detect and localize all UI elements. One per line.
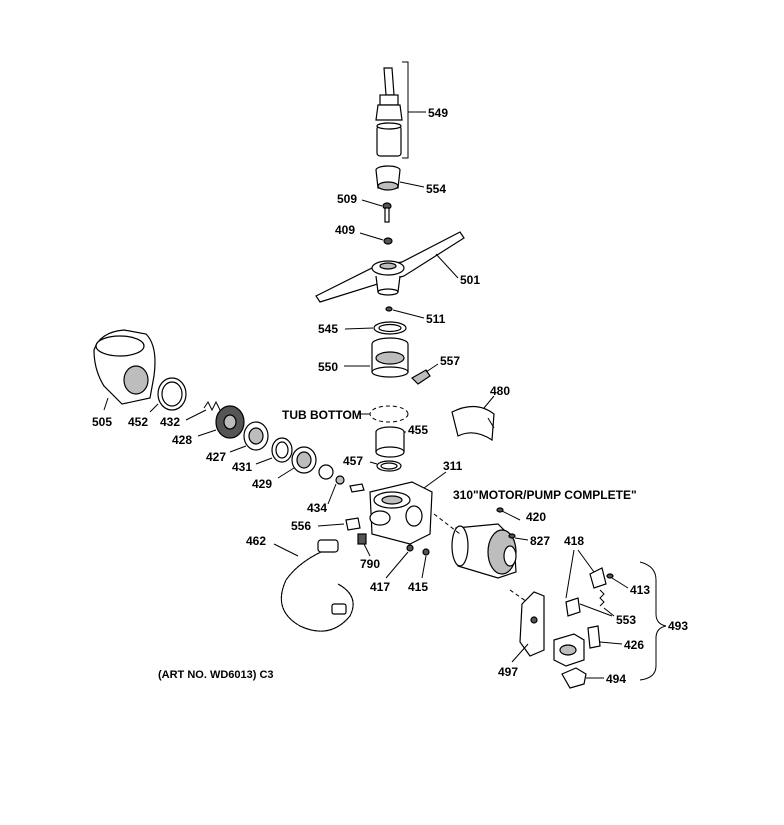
label-417: 417 — [370, 580, 390, 594]
label-431: 431 — [232, 460, 252, 474]
part-480-shroud — [451, 405, 495, 442]
part-501-spray-arm — [315, 231, 465, 303]
label-432: 432 — [160, 415, 180, 429]
part-420-screw — [496, 507, 521, 521]
label-557: 557 — [440, 354, 460, 368]
bracket-549 — [402, 61, 409, 159]
label-452: 452 — [128, 415, 148, 429]
label-427: 427 — [206, 450, 226, 464]
label-827: 827 — [530, 534, 550, 548]
label-511: 511 — [426, 312, 446, 326]
label-480: 480 — [490, 384, 510, 398]
art-number: (ART NO. WD6013) C3 — [158, 669, 274, 681]
label-545: 545 — [318, 322, 338, 336]
part-494-terminal — [561, 667, 587, 689]
label-505: 505 — [92, 415, 112, 429]
part-415-grommet — [422, 548, 430, 556]
label-310-motor-pump-complete: 310"MOTOR/PUMP COMPLETE" — [453, 488, 637, 502]
part-relay-block — [553, 633, 585, 667]
label-509: 509 — [337, 192, 357, 206]
part-462-hose — [280, 539, 354, 632]
part-505-housing — [93, 329, 156, 405]
part-434-washers — [318, 464, 365, 493]
part-556-plug — [345, 517, 361, 531]
tub-bottom-outline — [369, 405, 409, 423]
part-429-seal — [291, 446, 317, 474]
label-413: 413 — [630, 583, 650, 597]
label-311: 311 — [443, 459, 463, 473]
part-418-switch — [565, 567, 607, 617]
label-429: 429 — [252, 477, 272, 491]
label-501: 501 — [460, 273, 480, 287]
part-553-spring — [599, 589, 605, 607]
part-311-pump-body — [369, 481, 433, 545]
part-432-spring — [203, 400, 221, 412]
label-428: 428 — [172, 433, 192, 447]
part-457-ring — [376, 460, 402, 472]
label-457: 457 — [343, 454, 363, 468]
label-tub-bottom: TUB BOTTOM — [282, 408, 362, 422]
part-557-clip — [411, 369, 431, 385]
part-790-spring — [357, 533, 367, 545]
label-418: 418 — [564, 534, 584, 548]
part-motor — [451, 523, 517, 579]
part-409-washer — [383, 237, 393, 245]
label-497: 497 — [498, 665, 518, 679]
label-494: 494 — [606, 672, 626, 686]
part-428-impeller — [215, 405, 245, 439]
part-417-grommet — [406, 544, 414, 552]
label-554: 554 — [426, 182, 446, 196]
part-455-coupling — [375, 426, 405, 458]
part-545-gasket — [373, 321, 407, 335]
part-550-housing — [371, 337, 409, 378]
label-455: 455 — [408, 423, 428, 437]
part-427-seal — [243, 421, 269, 451]
label-550: 550 — [318, 360, 338, 374]
part-452-clamp — [157, 377, 187, 411]
label-420: 420 — [526, 510, 546, 524]
part-413-screw — [606, 573, 614, 579]
label-556: 556 — [291, 519, 311, 533]
part-509-screw — [382, 202, 392, 223]
label-493: 493 — [668, 619, 688, 633]
part-426-clip — [587, 625, 601, 649]
label-415: 415 — [408, 580, 428, 594]
label-409: 409 — [335, 223, 355, 237]
label-553: 553 — [616, 613, 636, 627]
label-549: 549 — [428, 106, 448, 120]
part-511-oring — [385, 306, 393, 312]
part-554-nut — [375, 165, 401, 191]
part-431-ring — [271, 437, 293, 463]
label-426: 426 — [624, 638, 644, 652]
label-434: 434 — [307, 501, 327, 515]
label-462: 462 — [246, 534, 266, 548]
part-497-bracket — [519, 591, 545, 657]
part-827-screw — [508, 533, 516, 539]
label-790: 790 — [360, 557, 380, 571]
part-549-spray-tube — [375, 67, 403, 157]
bracket-493 — [639, 561, 667, 681]
